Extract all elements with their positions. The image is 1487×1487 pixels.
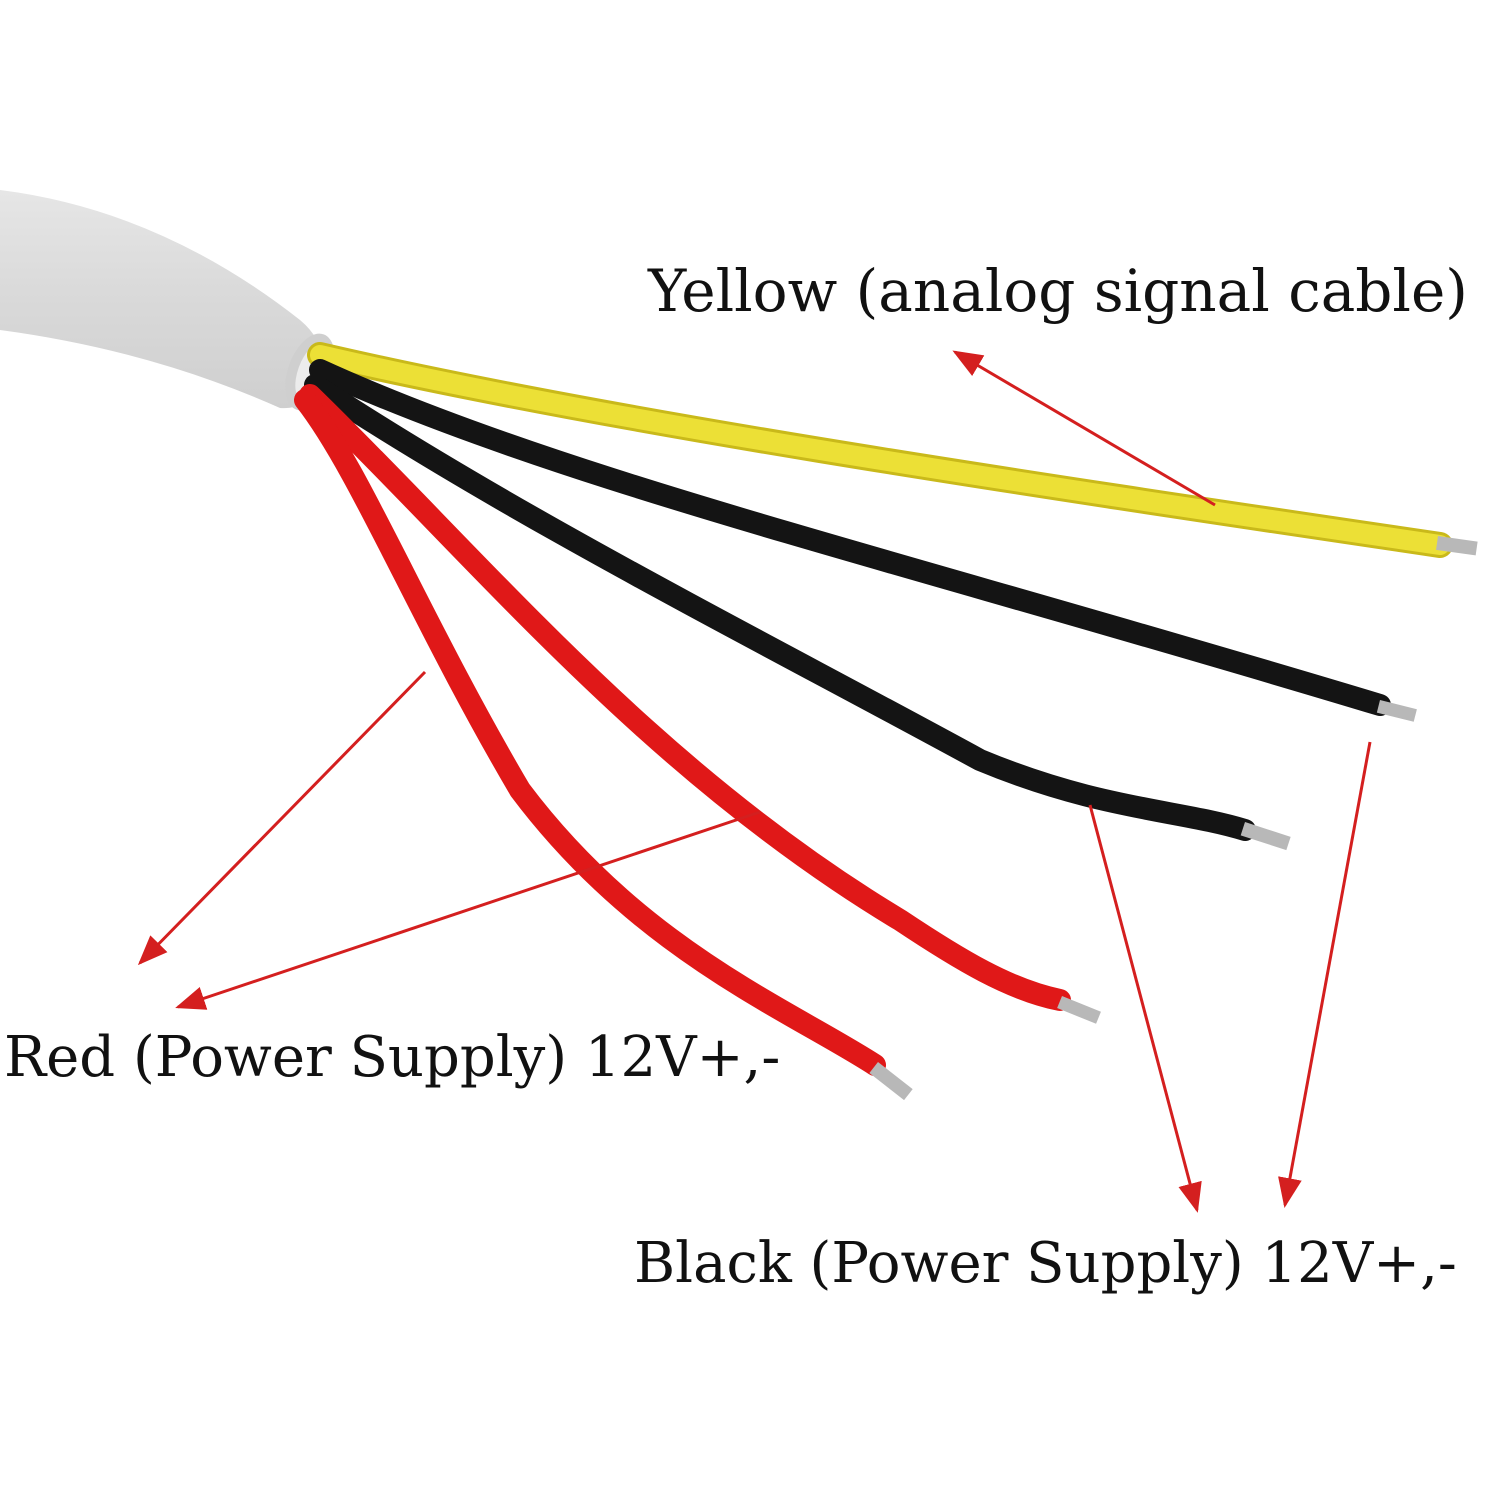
wire-black-2-tip [1240,821,1291,851]
arrow-black-1 [1088,804,1202,1213]
wire-red-2-tip [869,1062,913,1101]
annotation-arrows [137,350,1372,1213]
label-yellow-wire: Yellow (analog signal cable) [648,257,1468,325]
arrow-red-2 [175,810,761,1010]
wire-red-1-tip [1057,996,1101,1024]
label-black-wire: Black (Power Supply) 12V+,- [634,1231,1457,1296]
wire-black-1-tip [1376,700,1417,722]
wire-red-1 [299,384,1101,1024]
arrow-black-2 [1278,741,1372,1208]
cable-jacket [0,190,335,411]
wire-black-1 [309,359,1417,722]
wire-yellow [307,342,1478,558]
arrow-red-1 [137,670,427,966]
arrow-yellow [952,350,1216,507]
wire-black-2 [304,374,1291,851]
label-red-wire: Red (Power Supply) 12V+,- [4,1025,781,1090]
wire-red-2 [294,389,913,1101]
wire-yellow-tip [1436,536,1478,556]
